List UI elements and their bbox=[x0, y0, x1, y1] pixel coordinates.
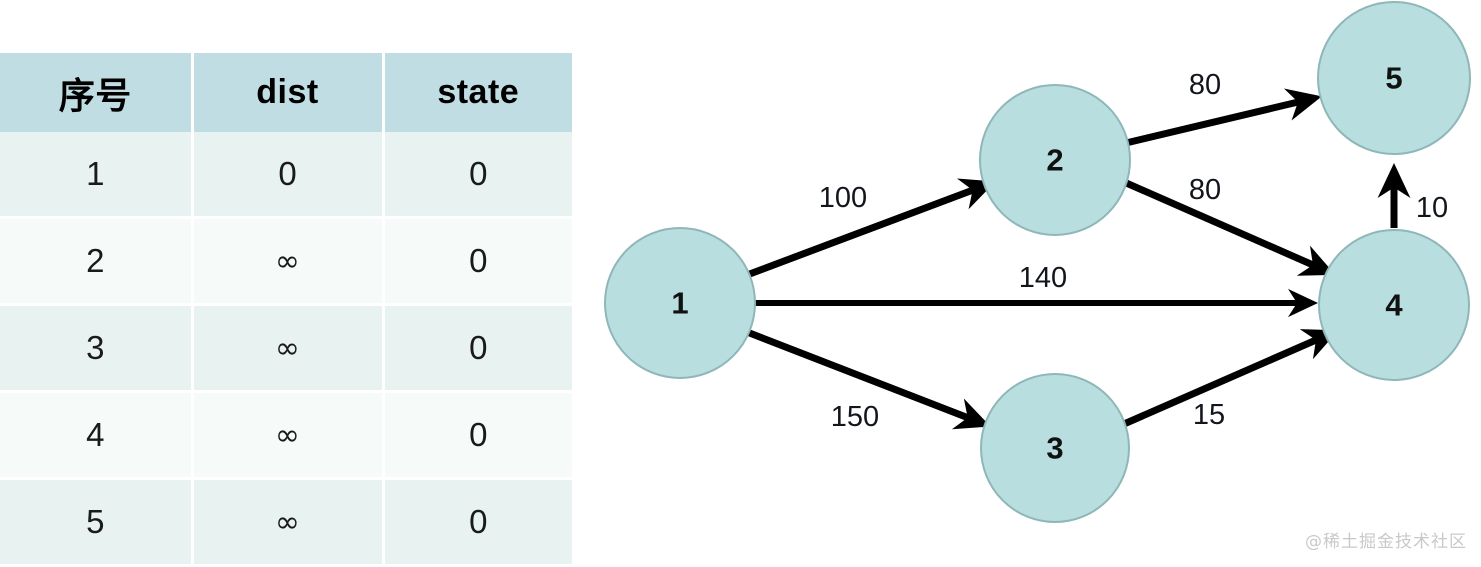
cell-index: 5 bbox=[0, 478, 194, 567]
edges-group bbox=[745, 88, 1411, 430]
edge-1-to-3 bbox=[745, 328, 991, 430]
node-3-label: 3 bbox=[1046, 431, 1063, 466]
edge-weight-1-2: 100 bbox=[819, 182, 867, 214]
cell-dist: ∞ bbox=[192, 304, 385, 393]
edge-2-to-5 bbox=[1125, 88, 1322, 147]
cell-state: 0 bbox=[383, 391, 572, 480]
node-2[interactable]: 2 bbox=[979, 84, 1131, 236]
node-1[interactable]: 1 bbox=[604, 227, 756, 379]
cell-index: 2 bbox=[0, 217, 194, 306]
node-5-label: 5 bbox=[1385, 61, 1402, 96]
node-1-circle[interactable] bbox=[604, 227, 756, 379]
cell-state: 0 bbox=[383, 132, 572, 219]
edge-weight-2-5: 80 bbox=[1189, 69, 1221, 101]
table-row: 1 0 0 bbox=[0, 132, 572, 219]
node-4[interactable]: 4 bbox=[1318, 229, 1470, 381]
node-2-circle[interactable] bbox=[979, 84, 1131, 236]
cell-dist: ∞ bbox=[192, 217, 385, 306]
edge-weight-3-4: 15 bbox=[1193, 399, 1225, 431]
directed-graph-diagram: 1 2 3 4 5 100 140 150 80 bbox=[580, 0, 1481, 566]
column-header-index: 序号 bbox=[0, 53, 194, 132]
cell-index: 4 bbox=[0, 391, 194, 480]
table-row: 3 ∞ 0 bbox=[0, 304, 572, 393]
table-row: 5 ∞ 0 bbox=[0, 478, 572, 567]
node-4-circle[interactable] bbox=[1318, 229, 1470, 381]
edge-2-to-4 bbox=[1122, 178, 1336, 276]
cell-state: 0 bbox=[383, 304, 572, 393]
edge-1-to-2 bbox=[745, 178, 996, 279]
cell-state: 0 bbox=[383, 217, 572, 306]
cell-dist: ∞ bbox=[192, 478, 385, 567]
node-4-label: 4 bbox=[1385, 288, 1403, 323]
cell-state: 0 bbox=[383, 478, 572, 567]
node-3[interactable]: 3 bbox=[980, 373, 1130, 523]
node-2-label: 2 bbox=[1046, 143, 1063, 178]
table-row: 2 ∞ 0 bbox=[0, 217, 572, 306]
table-row: 4 ∞ 0 bbox=[0, 391, 572, 480]
table-body: 1 0 0 2 ∞ 0 3 ∞ 0 4 ∞ 0 5 ∞ 0 bbox=[0, 132, 572, 567]
dist-state-table: 序号 dist state 1 0 0 2 ∞ 0 3 ∞ 0 4 ∞ 0 5 … bbox=[0, 53, 572, 567]
cell-dist: ∞ bbox=[192, 391, 385, 480]
column-header-dist: dist bbox=[192, 53, 385, 132]
cell-index: 1 bbox=[0, 132, 194, 219]
edge-3-to-4 bbox=[1122, 329, 1339, 428]
node-3-circle[interactable] bbox=[980, 373, 1130, 523]
edge-labels-group: 100 140 150 80 80 15 10 bbox=[819, 69, 1448, 433]
edge-weight-2-4: 80 bbox=[1189, 174, 1221, 206]
node-1-label: 1 bbox=[671, 286, 688, 321]
edge-weight-1-4: 140 bbox=[1019, 262, 1067, 294]
edge-weight-4-5: 10 bbox=[1416, 192, 1448, 224]
table-header-row: 序号 dist state bbox=[0, 53, 572, 132]
column-header-state: state bbox=[383, 53, 572, 132]
table-header: 序号 dist state bbox=[0, 53, 572, 132]
watermark-text: @稀土掘金技术社区 bbox=[1305, 532, 1467, 552]
cell-index: 3 bbox=[0, 304, 194, 393]
nodes-group: 1 2 3 4 5 bbox=[604, 1, 1471, 523]
edge-weight-1-3: 150 bbox=[831, 401, 879, 433]
cell-dist: 0 bbox=[192, 132, 385, 219]
node-5[interactable]: 5 bbox=[1317, 1, 1471, 155]
node-5-circle[interactable] bbox=[1317, 1, 1471, 155]
